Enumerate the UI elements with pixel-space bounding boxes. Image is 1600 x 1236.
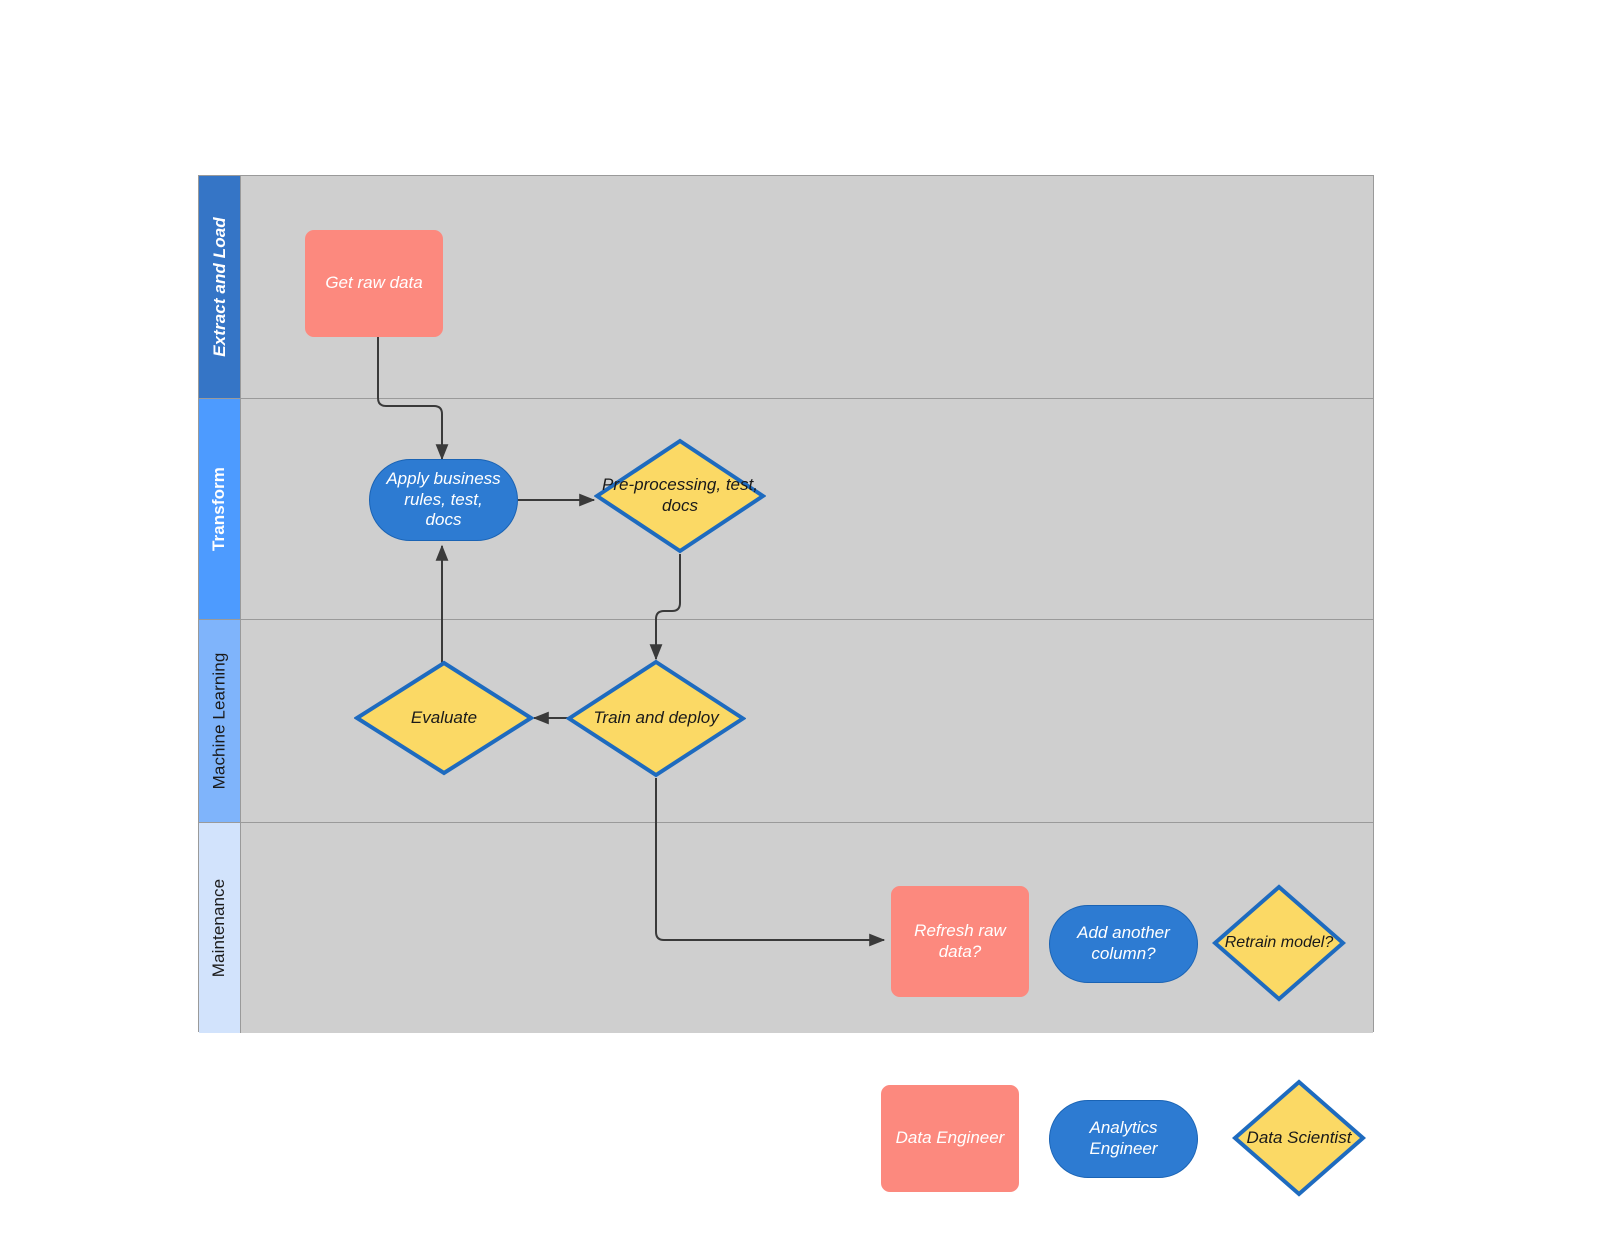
- node-label-evaluate: Evaluate: [410, 707, 478, 727]
- node-label-refresh-raw-data: Refresh raw data?: [914, 920, 1006, 961]
- diamond-shape-data-scientist: [1232, 1079, 1366, 1197]
- legend-item-data-scientist[interactable]: Data Scientist: [1232, 1079, 1366, 1197]
- legend-item-data-engineer[interactable]: Data Engineer: [881, 1085, 1019, 1192]
- node-label-train-and-deploy: Train and deploy: [593, 708, 719, 728]
- lane-label-transform: Transform: [209, 466, 229, 552]
- node-pre-processing[interactable]: Pre-processing, test, docs: [594, 438, 766, 554]
- legend-label-data-scientist: Data Scientist: [1246, 1127, 1352, 1147]
- legend-label-data-engineer: Data Engineer: [895, 1128, 1005, 1148]
- node-add-another-column[interactable]: Add another column?: [1049, 905, 1198, 983]
- node-apply-rules[interactable]: Apply business rules, test, docs: [369, 459, 518, 541]
- lane-label-extract-and-load: Extract and Load: [209, 217, 229, 357]
- legend-label-analytics-engineer: Analytics Engineer: [1089, 1118, 1158, 1158]
- node-label-get-raw-data: Get raw data: [325, 273, 423, 293]
- node-retrain-model[interactable]: Retrain model?: [1212, 884, 1346, 1002]
- lane-header-machine-learning[interactable]: Machine Learning: [199, 620, 241, 822]
- node-label-retrain-model: Retrain model?: [1224, 934, 1334, 952]
- lane-body-maintenance: [241, 823, 1373, 1033]
- lane-label-machine-learning: Machine Learning: [209, 652, 229, 790]
- legend-item-analytics-engineer[interactable]: Analytics Engineer: [1049, 1100, 1198, 1178]
- lane-header-transform[interactable]: Transform: [199, 399, 241, 619]
- diamond-shape-retrain-model: [1212, 884, 1346, 1002]
- diamond-shape-train-and-deploy: [566, 659, 746, 778]
- node-label-pre-processing: Pre-processing, test, docs: [602, 475, 758, 515]
- lane-label-maintenance: Maintenance: [209, 878, 229, 978]
- diamond-shape-evaluate: [354, 660, 534, 776]
- node-refresh-raw-data[interactable]: Refresh raw data?: [891, 886, 1029, 997]
- node-label-add-another-column: Add another column?: [1077, 923, 1170, 963]
- node-train-and-deploy[interactable]: Train and deploy: [566, 659, 746, 778]
- lane-header-maintenance[interactable]: Maintenance: [199, 823, 241, 1033]
- node-label-apply-rules: Apply business rules, test, docs: [386, 468, 501, 530]
- diamond-shape-pre-processing: [594, 438, 766, 554]
- node-get-raw-data[interactable]: Get raw data: [305, 230, 443, 337]
- node-evaluate[interactable]: Evaluate: [354, 660, 534, 776]
- lane-header-extract-and-load[interactable]: Extract and Load: [199, 176, 241, 398]
